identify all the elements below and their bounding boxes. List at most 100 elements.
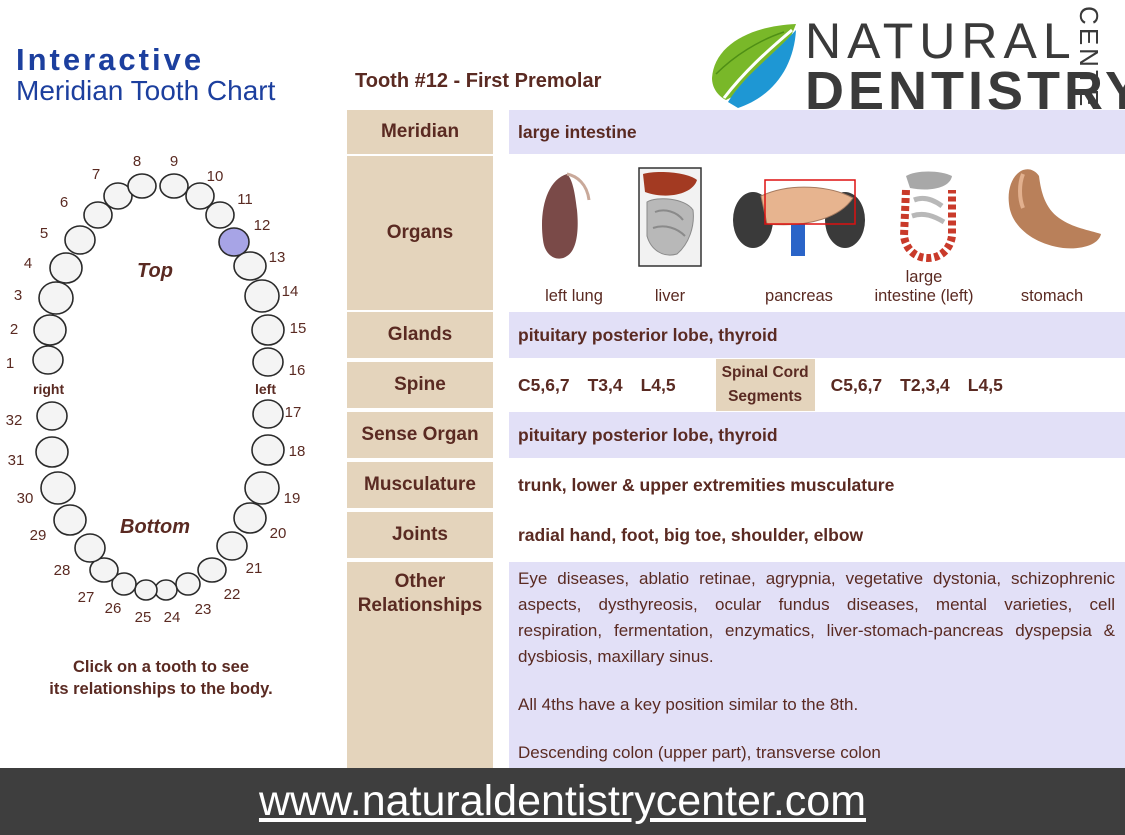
tooth-number-23: 23	[195, 601, 212, 618]
tooth-8[interactable]	[127, 173, 157, 199]
tooth-number-17: 17	[285, 404, 302, 421]
logo-center: CENTER	[1068, 6, 1108, 131]
tooth-20[interactable]	[233, 502, 267, 534]
tooth-10[interactable]	[185, 182, 215, 210]
segment-part-1: C5,6,7	[830, 374, 883, 395]
meridian-value: large intestine	[509, 110, 1125, 154]
tooth-6[interactable]	[83, 201, 113, 229]
tooth-21[interactable]	[216, 531, 248, 561]
spine-value: C5,6,7 T3,4 L4,5 Spinal Cord Segments C5…	[509, 359, 1125, 411]
tooth-26[interactable]	[111, 572, 137, 596]
chart-left-label: left	[255, 381, 276, 397]
organ-label-liver: liver	[654, 287, 686, 305]
tooth-30[interactable]	[40, 471, 76, 505]
tooth-number-19: 19	[284, 490, 301, 507]
tooth-23[interactable]	[175, 572, 201, 596]
tooth-number-1: 1	[6, 355, 14, 372]
organ-pancreas[interactable]: pancreas	[729, 156, 869, 310]
sense-organ-label: Sense Organ	[347, 412, 493, 458]
tooth-number-29: 29	[30, 527, 47, 544]
logo-dentistry: DENTISTRY	[805, 61, 1125, 121]
chart-top-label: Top	[137, 260, 173, 282]
footer-bar: www.naturaldentistrycenter.com	[0, 768, 1125, 835]
spine-part-3: L4,5	[640, 374, 676, 395]
tooth-2[interactable]	[33, 314, 67, 346]
tooth-number-3: 3	[14, 287, 22, 304]
tooth-number-9: 9	[170, 153, 178, 170]
tooth-29[interactable]	[53, 504, 87, 536]
row-meridian: Meridian large intestine	[347, 110, 1125, 154]
lung-icon	[542, 172, 591, 259]
tooth-22[interactable]	[197, 557, 227, 583]
glands-value: pituitary posterior lobe, thyroid	[509, 312, 1125, 358]
organ-label-stomach: stomach	[1020, 287, 1084, 305]
spinal-cord-label-2: Segments	[728, 388, 803, 405]
organs-list: left lung liver	[509, 156, 1125, 310]
instructions: Click on a tooth to see its relationship…	[20, 656, 302, 700]
tooth-7[interactable]	[103, 182, 133, 210]
leaf-logo-icon	[712, 24, 796, 108]
tooth-24[interactable]	[154, 579, 178, 601]
tooth-number-2: 2	[10, 321, 18, 338]
segment-part-2: T2,3,4	[900, 374, 950, 395]
tooth-number-5: 5	[40, 225, 48, 242]
organ-label-large-intestine: large intestine (left)	[854, 268, 994, 306]
tooth-number-16: 16	[289, 362, 306, 379]
tooth-number-32: 32	[6, 412, 23, 429]
instructions-line-1: Click on a tooth to see	[72, 658, 250, 676]
row-spine: Spine C5,6,7 T3,4 L4,5 Spinal Cord Segme…	[347, 359, 1125, 411]
segment-part-3: L4,5	[967, 374, 1003, 395]
tooth-number-8: 8	[133, 153, 141, 170]
tooth-1[interactable]	[32, 345, 64, 375]
organ-liver[interactable]: liver	[605, 156, 735, 310]
organ-label-pancreas: pancreas	[765, 287, 833, 305]
organs-label: Organs	[347, 156, 493, 310]
other-paragraph-2: All 4ths have a key position similar to …	[518, 695, 859, 714]
tooth-number-22: 22	[224, 586, 241, 603]
tooth-15[interactable]	[251, 314, 285, 346]
spine-part-2: T3,4	[587, 374, 623, 395]
row-musculature: Musculature trunk, lower & upper extremi…	[347, 462, 1125, 508]
tooth-5[interactable]	[64, 225, 96, 255]
tooth-25[interactable]	[134, 579, 158, 601]
website-link[interactable]: www.naturaldentistrycenter.com	[258, 777, 867, 825]
row-glands: Glands pituitary posterior lobe, thyroid	[347, 312, 1125, 358]
large-intestine-icon	[899, 171, 956, 263]
tooth-number-4: 4	[24, 255, 32, 272]
spine-part-1: C5,6,7	[518, 374, 570, 395]
tooth-31[interactable]	[35, 436, 69, 468]
tooth-number-11: 11	[237, 191, 253, 208]
tooth-18[interactable]	[251, 434, 285, 466]
liver-icon	[638, 167, 702, 267]
tooth-28[interactable]	[74, 533, 106, 563]
tooth-12[interactable]	[218, 227, 250, 257]
tooth-heading: Tooth #12 - First Premolar	[355, 70, 602, 92]
chart-right-label: right	[33, 381, 64, 397]
tooth-number-15: 15	[290, 320, 307, 337]
tooth-13[interactable]	[233, 251, 267, 281]
tooth-19[interactable]	[244, 471, 280, 505]
tooth-9[interactable]	[159, 173, 189, 199]
organ-label-large-intestine-line-2: intestine (left)	[874, 287, 974, 305]
row-sense-organ: Sense Organ pituitary posterior lobe, th…	[347, 412, 1125, 458]
organ-stomach[interactable]: stomach	[977, 156, 1125, 310]
title-line-2: Meridian Tooth Chart	[16, 75, 276, 106]
logo[interactable]: NATURAL DENTISTRY CENTER	[700, 6, 1125, 131]
tooth-number-6: 6	[60, 194, 68, 211]
tooth-4[interactable]	[49, 252, 83, 284]
pancreas-icon	[733, 179, 865, 256]
tooth-32[interactable]	[36, 401, 68, 431]
tooth-14[interactable]	[244, 279, 280, 313]
tooth-17[interactable]	[252, 399, 284, 429]
joints-label: Joints	[347, 512, 493, 558]
tooth-number-30: 30	[17, 490, 34, 507]
tooth-number-21: 21	[246, 560, 263, 577]
title-line-1: Interactive	[16, 42, 205, 77]
organ-left-lung[interactable]: left lung	[509, 156, 639, 310]
organ-large-intestine[interactable]: large intestine (left)	[854, 156, 994, 310]
tooth-3[interactable]	[38, 281, 74, 315]
instructions-line-2: its relationships to the body.	[49, 680, 273, 698]
tooth-16[interactable]	[252, 347, 284, 377]
tooth-11[interactable]	[205, 201, 235, 229]
tooth-27[interactable]	[89, 557, 119, 583]
